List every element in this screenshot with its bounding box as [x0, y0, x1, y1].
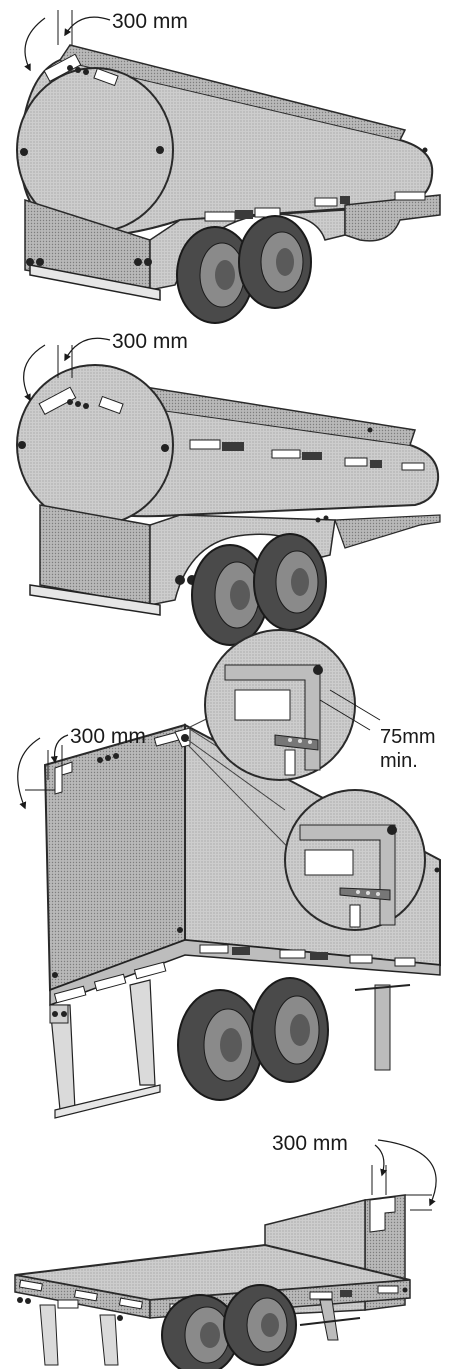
tanker-1-dimension-label: 300 mm [112, 10, 188, 33]
detail-min-distance-sublabel: min. [380, 750, 418, 772]
van-trailer-figure: 75mm min. 300 mm [17, 629, 441, 1119]
tanker-2-dimension-label: 300 mm [112, 330, 188, 353]
detail-min-distance-label: 75mm [380, 726, 436, 748]
flatbed-dimension-label: 300 mm [272, 1132, 348, 1155]
flatbed-trailer-figure: 300 mm [14, 1132, 437, 1369]
tanker-1-figure: 300 mm [16, 10, 441, 324]
tanker-2-figure: 300 mm [16, 330, 441, 646]
van-trailer-dimension-label: 300 mm [70, 725, 146, 748]
